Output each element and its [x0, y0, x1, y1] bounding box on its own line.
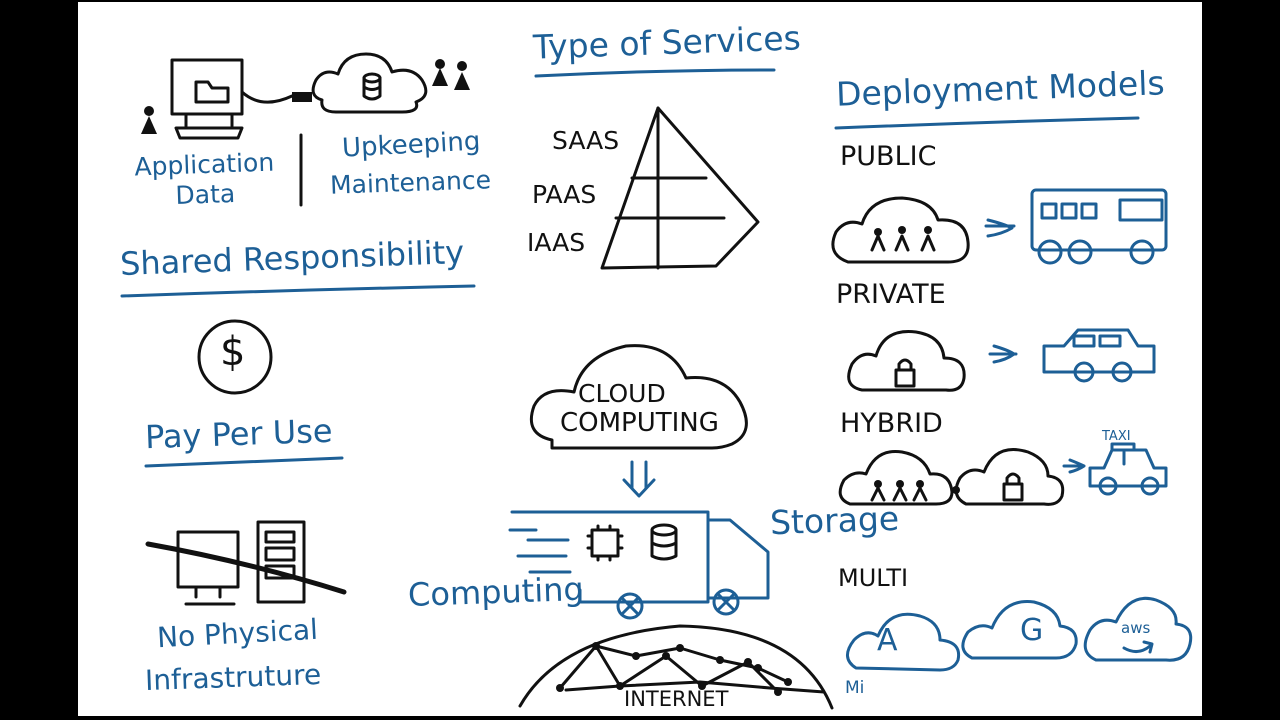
down-arrow-icon	[622, 460, 656, 498]
bus-icon	[1030, 188, 1168, 265]
arrow-icon	[988, 344, 1018, 364]
azure-cloud-icon	[846, 612, 961, 672]
cloud-computing-cloud	[529, 344, 748, 450]
crossed-computer-icon	[145, 520, 347, 606]
arrow-icon	[1062, 458, 1086, 474]
upkeeping-label: Upkeeping	[341, 126, 482, 164]
arrow-icon	[984, 218, 1016, 238]
internet-globe-icon	[518, 624, 834, 710]
google-letter: G	[1020, 613, 1044, 648]
hybrid-label: HYBRID	[840, 408, 943, 439]
hybrid-clouds-icon	[838, 448, 1065, 506]
cloud-database-icon	[311, 52, 428, 114]
aws-letters: aws	[1121, 619, 1151, 637]
storage-label: Storage	[769, 498, 900, 543]
iaas-label: IAAS	[527, 228, 586, 257]
application-data-label: Application Data	[133, 147, 275, 211]
maintenance-label: Maintenance	[329, 165, 492, 200]
pay-per-use-title: Pay Per Use	[144, 411, 334, 457]
aws-cloud-icon	[1083, 596, 1193, 662]
internet-label: INTERNET	[624, 687, 729, 711]
no-physical-label: No Physical	[156, 612, 319, 655]
desktop-computer-icon	[170, 58, 244, 140]
pyramid-icon	[600, 106, 760, 270]
infrastructure-label: Infrastruture	[144, 657, 322, 698]
person-icon	[141, 106, 157, 134]
people-icon	[432, 59, 470, 90]
paas-label: PAAS	[532, 180, 597, 209]
multi-label: MULTI	[838, 564, 909, 592]
underline	[834, 116, 1140, 130]
azure-letter: A	[877, 623, 898, 658]
partial-label: Mi	[845, 678, 865, 698]
private-cloud-icon	[847, 330, 966, 392]
taxi-label: TAXI	[1102, 429, 1131, 444]
underline	[144, 456, 344, 468]
computing-label: COMPUTING	[560, 408, 719, 438]
computing-truck-label: Computing	[407, 569, 585, 615]
underline	[120, 284, 476, 298]
dollar-coin-icon	[197, 319, 273, 395]
dollar-symbol: $	[220, 329, 246, 375]
taxi-icon	[1088, 442, 1168, 496]
plug-icon	[292, 92, 312, 102]
saas-label: SAAS	[552, 126, 620, 155]
cable-line	[240, 90, 294, 104]
private-label: PRIVATE	[836, 279, 946, 310]
cloud-label: CLOUD	[578, 379, 666, 408]
google-cloud-icon	[961, 600, 1078, 660]
public-cloud-icon	[831, 196, 970, 264]
car-icon	[1042, 328, 1156, 383]
type-of-services-title: Type of Services	[532, 18, 802, 67]
public-label: PUBLIC	[840, 141, 937, 172]
underline	[534, 68, 776, 78]
truck-icon	[508, 510, 770, 620]
